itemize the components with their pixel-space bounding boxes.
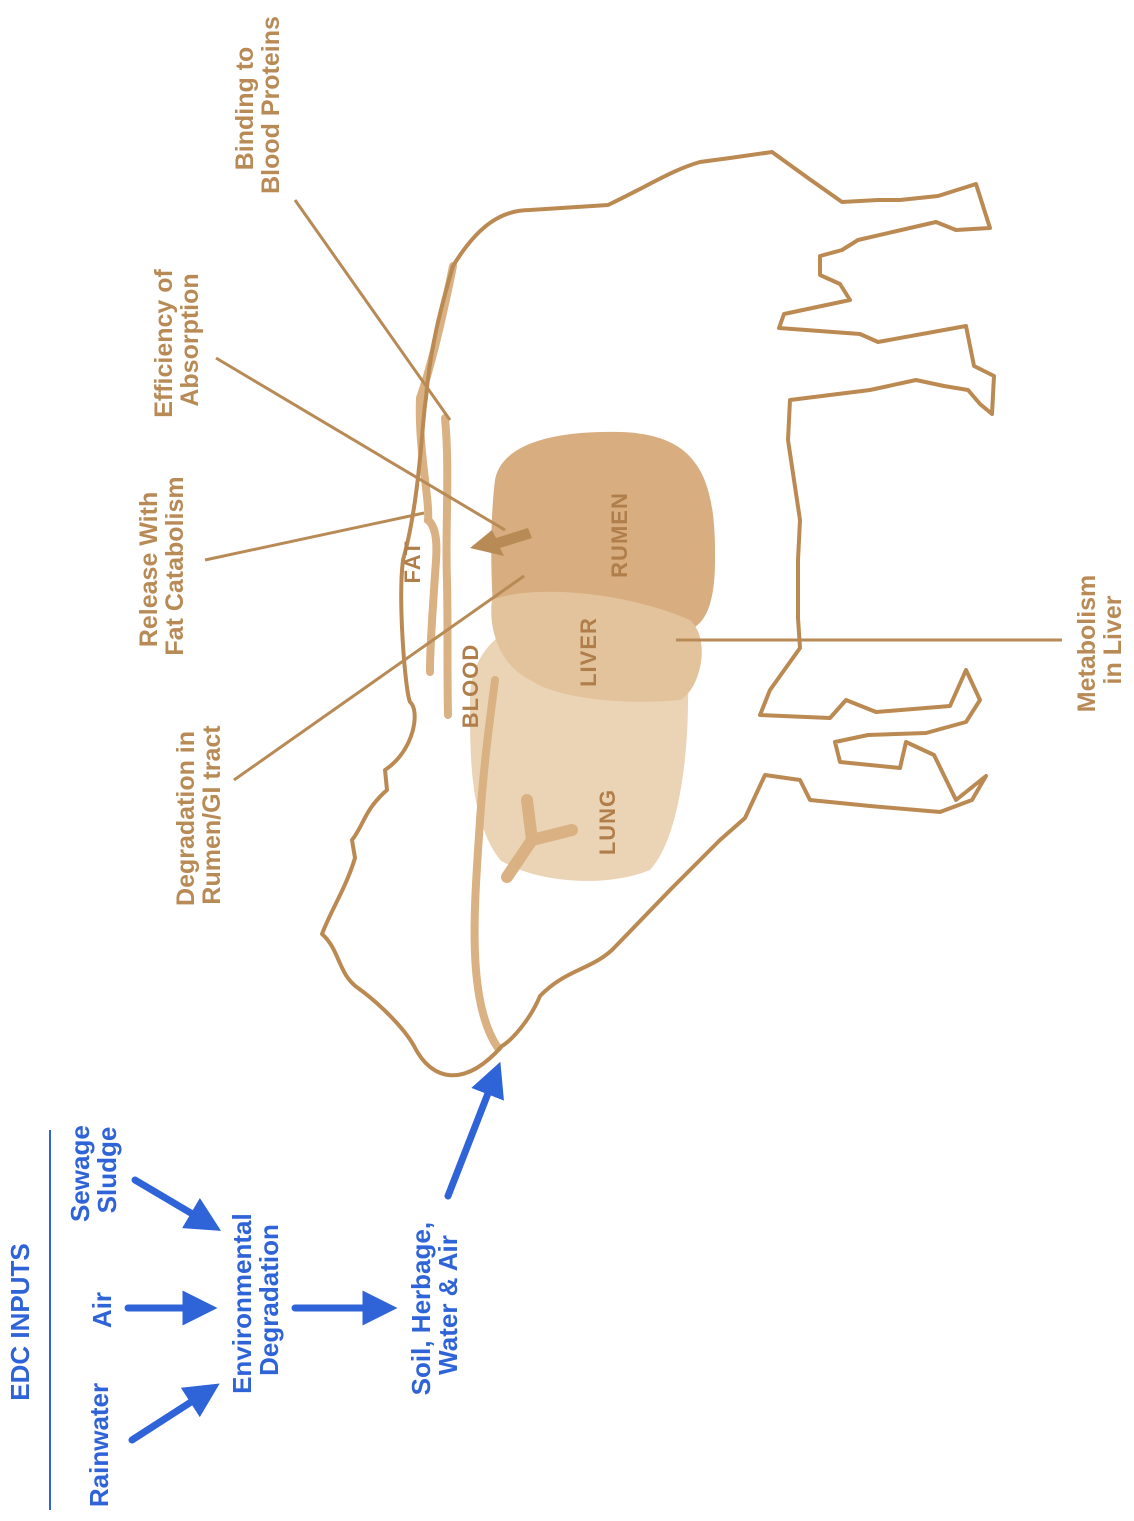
sewage-sludge-label: Sewage Sludge <box>65 1118 122 1222</box>
rumen-label: RUMEN <box>607 492 632 578</box>
release-label: Release With Fat Catabolism <box>135 476 189 655</box>
blood-label: BLOOD <box>458 644 483 728</box>
binding-leader <box>295 200 450 420</box>
lung-label: LUNG <box>595 789 620 855</box>
rainwater-label: Rainwater <box>84 1383 114 1507</box>
efficiency-leader <box>216 358 505 530</box>
rainwater-arrow <box>132 1393 205 1440</box>
efficiency-label: Efficiency of Absorption <box>150 262 204 418</box>
environmental-degradation-label: Environmental Degradation <box>227 1206 284 1394</box>
fat-label: FAT <box>400 541 425 584</box>
edc-inputs-heading: EDC INPUTS <box>5 1243 35 1400</box>
metabolism-label: Metabolism in Liver <box>1073 568 1127 712</box>
release-leader <box>205 513 424 560</box>
air-label: Air <box>87 1292 117 1328</box>
liver-label: LIVER <box>576 617 601 687</box>
binding-label: Binding to Blood Proteins <box>231 16 285 194</box>
sewage-arrow <box>135 1180 206 1222</box>
intake-arrow <box>448 1078 494 1196</box>
degradation-label: Degradation in Rumen/GI tract <box>172 724 226 906</box>
blood-vessel <box>445 418 448 715</box>
soil-herbage-label: Soil, Herbage, Water & Air <box>406 1215 463 1396</box>
